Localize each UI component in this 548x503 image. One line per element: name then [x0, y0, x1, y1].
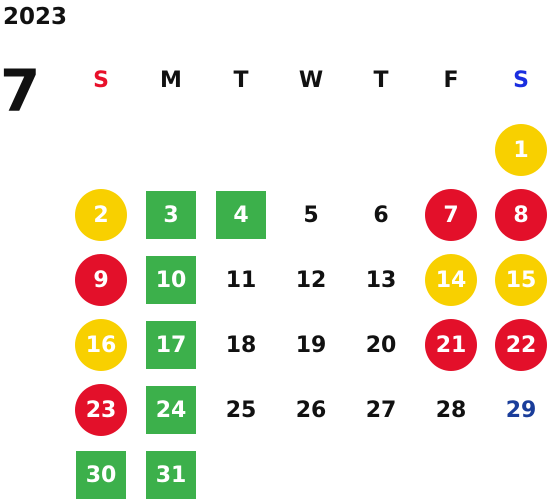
day-number: 11 — [225, 267, 257, 293]
weekday-label: M — [160, 67, 182, 93]
week-row: 30 31 — [67, 445, 548, 503]
week-row: 16 17 18 19 20 21 22 — [67, 315, 548, 375]
day-cell[interactable]: 5 — [277, 185, 345, 245]
day-number: 7 — [425, 189, 477, 241]
day-cell[interactable]: 7 — [417, 185, 485, 245]
day-cell[interactable]: 26 — [277, 380, 345, 440]
day-number: 31 — [146, 451, 196, 499]
day-number: 4 — [216, 191, 266, 239]
day-number: 3 — [146, 191, 196, 239]
day-number: 20 — [365, 332, 397, 358]
day-number: 28 — [435, 397, 467, 423]
day-number: 16 — [75, 319, 127, 371]
day-number: 27 — [365, 397, 397, 423]
day-cell[interactable]: 15 — [487, 250, 548, 310]
day-number: 15 — [495, 254, 547, 306]
day-number: 19 — [295, 332, 327, 358]
day-number: 23 — [75, 384, 127, 436]
day-number: 18 — [225, 332, 257, 358]
day-cell[interactable]: 9 — [67, 250, 135, 310]
day-number: 30 — [76, 451, 126, 499]
week-row: 1 — [67, 120, 548, 180]
day-number: 12 — [295, 267, 327, 293]
weekday-label: S — [513, 67, 529, 93]
day-number: 2 — [75, 189, 127, 241]
day-number: 1 — [495, 124, 547, 176]
day-cell[interactable]: 4 — [207, 185, 275, 245]
day-cell[interactable]: 20 — [347, 315, 415, 375]
weekday-label: T — [233, 67, 249, 93]
day-cell[interactable]: 22 — [487, 315, 548, 375]
day-number: 5 — [303, 202, 319, 228]
day-cell[interactable]: 31 — [137, 445, 205, 503]
day-cell[interactable]: 27 — [347, 380, 415, 440]
day-cell[interactable]: 3 — [137, 185, 205, 245]
day-cell[interactable]: 6 — [347, 185, 415, 245]
day-cell[interactable]: 23 — [67, 380, 135, 440]
day-cell[interactable]: 29 — [487, 380, 548, 440]
day-cell[interactable]: 2 — [67, 185, 135, 245]
week-row: 9 10 11 12 13 14 15 — [67, 250, 548, 310]
day-cell[interactable]: 19 — [277, 315, 345, 375]
day-number: 10 — [146, 256, 196, 304]
day-cell[interactable]: 21 — [417, 315, 485, 375]
weekday-label: F — [443, 67, 459, 93]
day-cell[interactable]: 13 — [347, 250, 415, 310]
day-number: 8 — [495, 189, 547, 241]
day-cell[interactable]: 12 — [277, 250, 345, 310]
day-number: 21 — [425, 319, 477, 371]
day-number: 26 — [295, 397, 327, 423]
day-cell[interactable]: 1 — [487, 120, 548, 180]
day-cell[interactable]: 8 — [487, 185, 548, 245]
year-label: 2023 — [3, 4, 68, 30]
day-cell[interactable]: 11 — [207, 250, 275, 310]
day-cell[interactable]: 16 — [67, 315, 135, 375]
day-cell[interactable]: 18 — [207, 315, 275, 375]
day-cell[interactable]: 14 — [417, 250, 485, 310]
day-cell[interactable]: 30 — [67, 445, 135, 503]
weekday-label: S — [93, 67, 109, 93]
day-number: 25 — [225, 397, 257, 423]
day-number: 24 — [146, 386, 196, 434]
weekday-label: T — [373, 67, 389, 93]
day-number: 9 — [75, 254, 127, 306]
day-number: 22 — [495, 319, 547, 371]
week-row: 23 24 25 26 27 28 29 — [67, 380, 548, 440]
weekday-label: W — [298, 67, 324, 93]
day-number: 14 — [425, 254, 477, 306]
day-number: 29 — [505, 397, 537, 423]
day-number: 17 — [146, 321, 196, 369]
day-number: 13 — [365, 267, 397, 293]
day-number: 6 — [373, 202, 389, 228]
day-cell[interactable]: 24 — [137, 380, 205, 440]
day-cell[interactable]: 25 — [207, 380, 275, 440]
day-cell[interactable]: 10 — [137, 250, 205, 310]
day-cell[interactable]: 17 — [137, 315, 205, 375]
month-number: 7 — [0, 57, 41, 125]
day-cell[interactable]: 28 — [417, 380, 485, 440]
